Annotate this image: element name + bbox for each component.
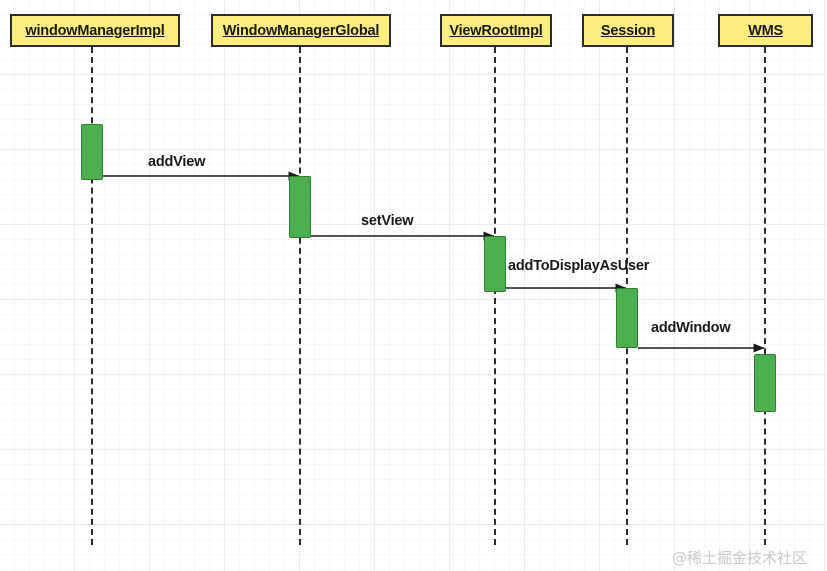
message-label-addWindow: addWindow	[651, 320, 731, 336]
participant-label: Session	[600, 22, 656, 39]
lifeline-windowManagerImpl	[91, 47, 93, 545]
participant-label: WindowManagerGlobal	[222, 22, 380, 39]
participant-windowManagerImpl[interactable]: windowManagerImpl	[10, 14, 180, 47]
message-label-setView: setView	[361, 213, 414, 229]
activation-bar-ViewRootImpl[interactable]	[484, 236, 506, 292]
participant-label: ViewRootImpl	[449, 22, 543, 39]
activation-bar-WMS[interactable]	[754, 354, 776, 412]
participant-label: WMS	[748, 22, 783, 39]
message-label-addToDisplayAsUser: addToDisplayAsUser	[508, 258, 650, 274]
message-label-addView: addView	[148, 154, 206, 170]
participant-Session[interactable]: Session	[582, 14, 674, 47]
activation-bar-Session[interactable]	[616, 288, 638, 348]
activation-bar-WindowManagerGlobal[interactable]	[289, 176, 311, 238]
lifeline-ViewRootImpl	[494, 47, 496, 545]
participant-label: windowManagerImpl	[25, 22, 165, 39]
activation-bar-windowManagerImpl[interactable]	[81, 124, 103, 180]
lifeline-WMS	[764, 47, 766, 545]
participant-WMS[interactable]: WMS	[718, 14, 813, 47]
participant-ViewRootImpl[interactable]: ViewRootImpl	[440, 14, 552, 47]
participant-WindowManagerGlobal[interactable]: WindowManagerGlobal	[211, 14, 391, 47]
watermark: @稀土掘金技术社区	[672, 549, 808, 567]
lifeline-WindowManagerGlobal	[299, 47, 301, 545]
